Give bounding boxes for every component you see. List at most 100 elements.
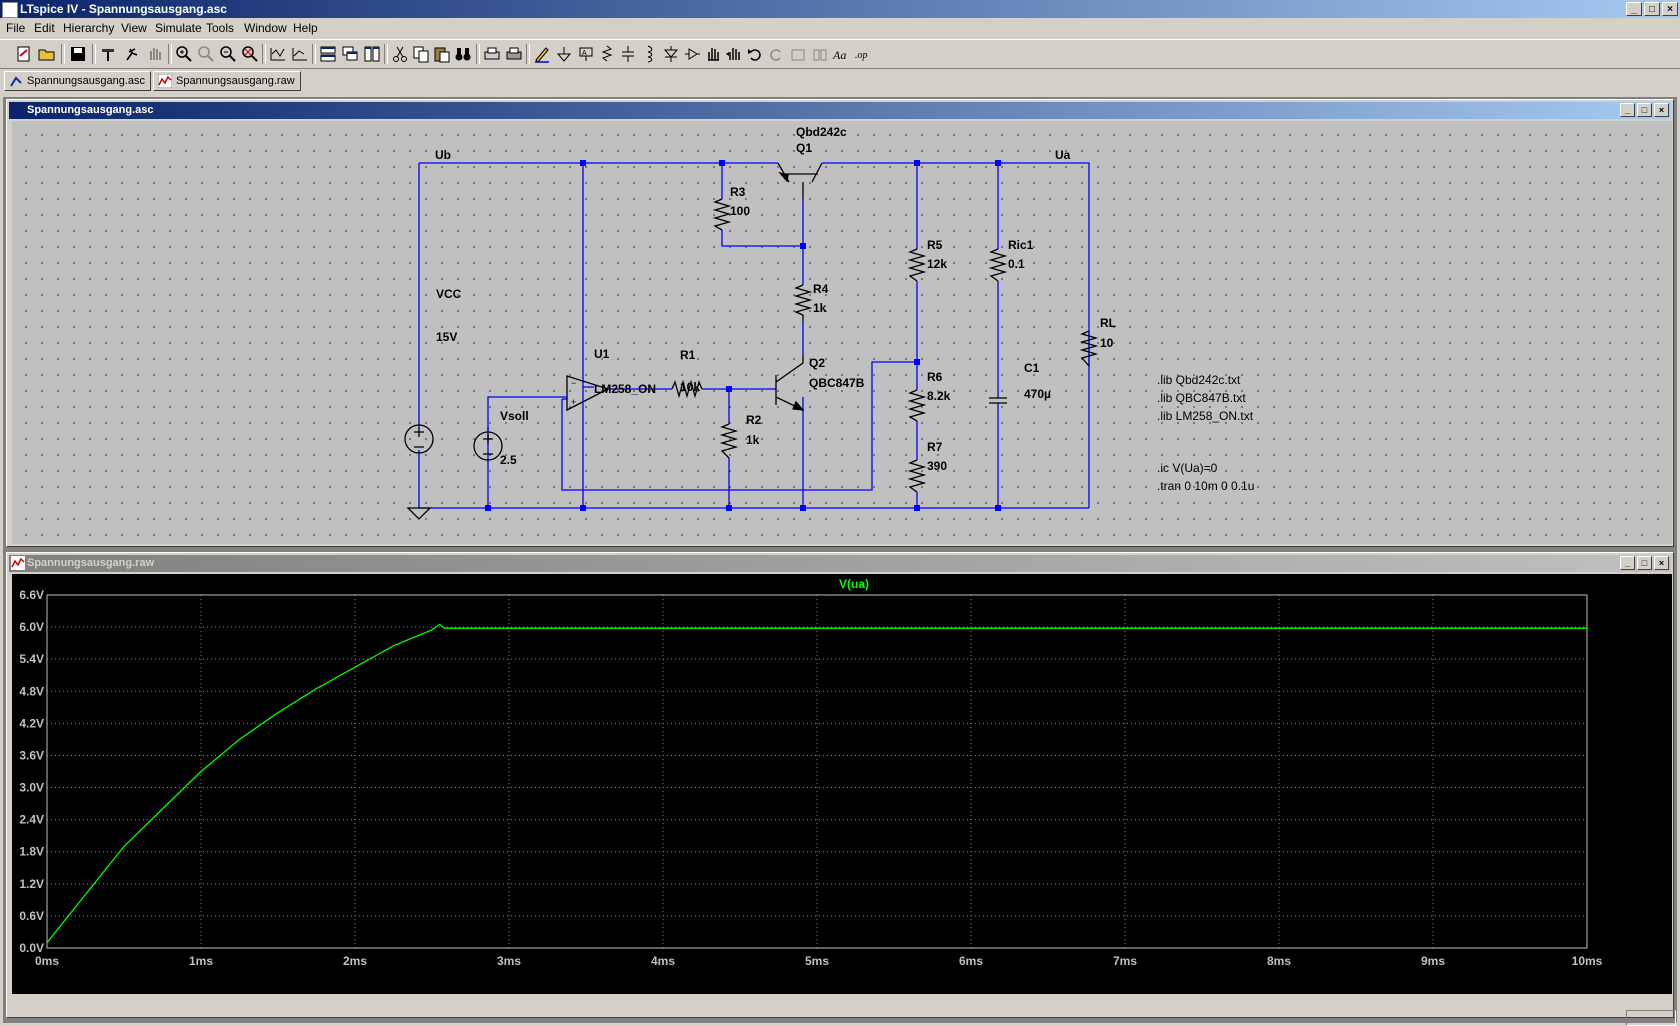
save-icon[interactable] — [68, 44, 88, 64]
zoom-full-icon[interactable] — [240, 44, 260, 64]
waveform-icon — [11, 556, 25, 570]
paste-icon[interactable] — [432, 44, 452, 64]
cut-icon[interactable] — [390, 44, 410, 64]
spice-directive[interactable]: .ic V(Ua)=0 — [1157, 461, 1218, 475]
schematic-close-button[interactable]: × — [1654, 103, 1669, 117]
resistor-r2[interactable] — [719, 423, 739, 459]
schematic-maximize-button[interactable]: □ — [1637, 103, 1652, 117]
redo-icon[interactable] — [766, 44, 786, 64]
zoom-in-icon[interactable] — [174, 44, 194, 64]
cascade-icon[interactable] — [340, 44, 360, 64]
vcc-name-label: VCC — [436, 287, 462, 301]
resistor-r1[interactable] — [671, 379, 703, 399]
symbols: −+ — [404, 162, 1099, 520]
menu-tools[interactable]: Tools — [206, 21, 235, 35]
zoom-out-icon[interactable] — [218, 44, 238, 64]
open-folder-icon[interactable] — [37, 44, 57, 64]
print-icon[interactable] — [504, 44, 524, 64]
close-button[interactable]: × — [1662, 2, 1678, 16]
autorange-icon[interactable] — [268, 44, 288, 64]
menu-view[interactable]: View — [121, 21, 147, 35]
junction-dot — [726, 505, 732, 511]
schematic-canvas[interactable]: −+ Ub Ua Qbd242c Q1 R3 100 R4 1k R5 12k — [12, 121, 1672, 544]
resistor-r7[interactable] — [907, 459, 927, 493]
plot-grid — [47, 595, 1587, 948]
junctions — [485, 160, 1001, 511]
control-panel-hammer-icon[interactable] — [98, 44, 118, 64]
run-simulation-icon[interactable] — [122, 44, 142, 64]
resistor-rl[interactable] — [1079, 330, 1099, 367]
minimize-button[interactable]: _ — [1626, 2, 1642, 16]
ground-icon[interactable] — [554, 44, 574, 64]
delete-icon[interactable] — [290, 44, 310, 64]
spice-directive[interactable]: .tran 0 10m 0 0.1u — [1157, 479, 1254, 493]
find-binoculars-icon[interactable] — [453, 44, 473, 64]
transistor-q2[interactable] — [775, 355, 805, 411]
schematic-minimize-button[interactable]: _ — [1620, 103, 1635, 117]
schematic-window-titlebar[interactable]: Spannungsausgang.asc _ □ × — [9, 102, 1671, 119]
waveform-minimize-button[interactable]: _ — [1620, 556, 1635, 570]
plot-frame — [46, 594, 1588, 949]
spice-directive-op-icon[interactable]: .op — [854, 44, 874, 64]
mirror-icon[interactable] — [810, 44, 830, 64]
trace-line[interactable] — [46, 623, 1587, 944]
r3-name-label: R3 — [730, 185, 746, 199]
menu-file[interactable]: File — [6, 21, 26, 35]
waveform-window-titlebar[interactable]: Spannungsausgang.raw _ □ × — [9, 555, 1671, 572]
tab-waveform[interactable]: Spannungsausgang.raw — [153, 71, 301, 91]
waveform-window-title: Spannungsausgang.raw — [27, 557, 155, 569]
capacitor-c1[interactable] — [989, 397, 1007, 404]
text-aa-icon[interactable]: Aa — [832, 44, 852, 64]
resistor-r4[interactable] — [793, 284, 813, 321]
tab-schematic[interactable]: Spannungsausgang.asc — [4, 71, 151, 91]
label-net-icon[interactable]: A — [576, 44, 596, 64]
waveform-maximize-button[interactable]: □ — [1637, 556, 1652, 570]
diode-icon[interactable] — [661, 44, 681, 64]
halt-hand-icon[interactable] — [145, 44, 165, 64]
transistor-q1[interactable] — [777, 162, 823, 199]
print-preview-icon[interactable] — [482, 44, 502, 64]
capacitor-icon[interactable] — [618, 44, 638, 64]
ltspice-app-icon[interactable] — [2, 2, 18, 18]
menu-help[interactable]: Help — [293, 21, 318, 35]
rotate-icon[interactable] — [788, 44, 808, 64]
spice-directive[interactable]: .lib Qbd242c.txt — [1157, 373, 1241, 387]
y-tick-label: 2.4V — [19, 813, 44, 827]
trace-label-v-ua[interactable]: V(ua) — [839, 577, 869, 591]
undo-icon[interactable] — [745, 44, 765, 64]
resistor-ric1[interactable] — [988, 248, 1008, 282]
wires — [418, 162, 1090, 509]
menu-bar: File Edit Hierarchy View Simulate Tools … — [0, 18, 1680, 38]
menu-window[interactable]: Window — [244, 21, 287, 35]
y-tick-label: 6.6V — [19, 588, 44, 602]
move-hand-icon[interactable] — [703, 44, 723, 64]
draw-wire-pencil-icon[interactable] — [532, 44, 552, 64]
ground-symbol[interactable] — [406, 507, 432, 520]
new-schematic-icon[interactable] — [14, 44, 34, 64]
maximize-button[interactable]: □ — [1644, 2, 1660, 16]
tile-horizontal-icon[interactable] — [318, 44, 338, 64]
pan-icon[interactable] — [196, 44, 216, 64]
y-tick-label: 3.6V — [19, 748, 44, 762]
voltage-source-vsoll[interactable] — [473, 431, 503, 461]
waveform-close-button[interactable]: × — [1654, 556, 1669, 570]
menu-hierarchy[interactable]: Hierarchy — [63, 21, 115, 35]
spice-directive[interactable]: .lib QBC847B.txt — [1157, 391, 1246, 405]
spice-directive[interactable]: .lib LM258_ON.txt — [1157, 409, 1254, 423]
resistor-r3[interactable] — [712, 198, 732, 231]
menu-simulate[interactable]: Simulate — [155, 21, 202, 35]
component-icon[interactable] — [682, 44, 702, 64]
status-bar — [0, 1008, 1680, 1026]
resistor-r6[interactable] — [907, 389, 927, 422]
r5-value-label: 12k — [927, 257, 947, 271]
resistor-r5[interactable] — [907, 248, 927, 282]
inductor-icon[interactable] — [639, 44, 659, 64]
drag-hand-icon[interactable] — [724, 44, 744, 64]
menu-edit[interactable]: Edit — [34, 21, 55, 35]
tile-vertical-icon[interactable] — [362, 44, 382, 64]
opamp-u1[interactable]: −+ — [566, 375, 610, 412]
resistor-icon[interactable] — [597, 44, 617, 64]
copy-icon[interactable] — [411, 44, 431, 64]
voltage-source-vcc[interactable] — [404, 424, 434, 454]
